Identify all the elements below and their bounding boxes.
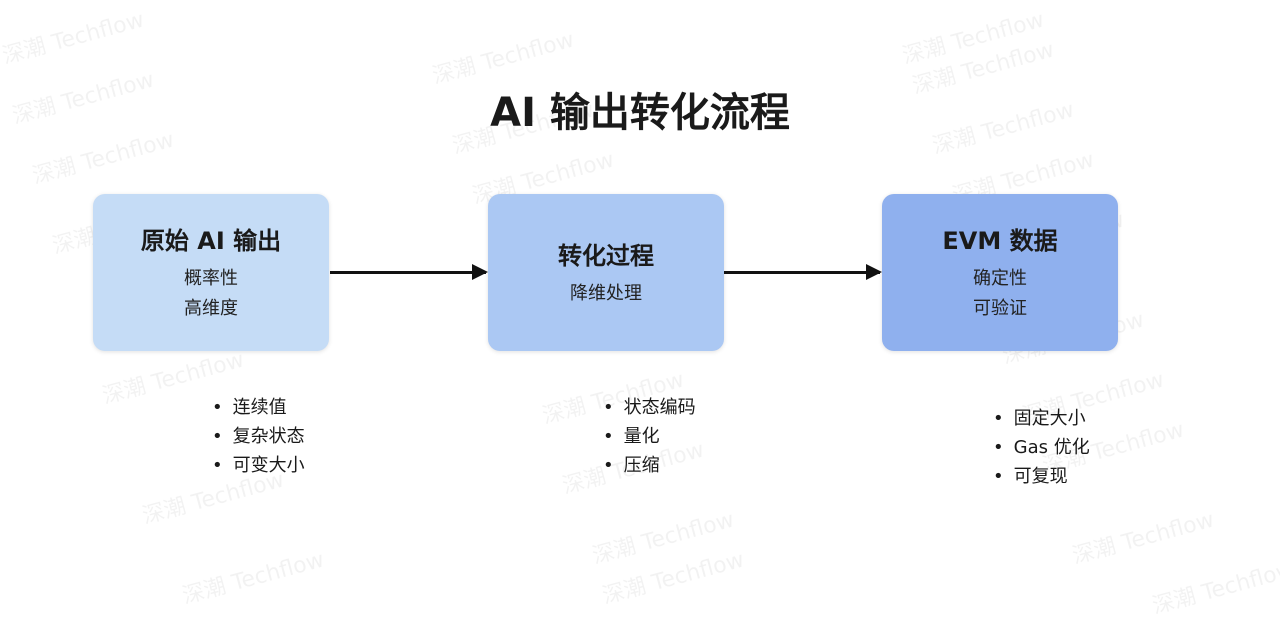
bullet-list-raw: 连续值 复杂状态 可变大小: [212, 393, 305, 480]
bullet-item: 压缩: [603, 451, 696, 480]
watermark-text: 深潮 Techflow: [1069, 507, 1217, 570]
bullet-list-transformation: 状态编码 量化 压缩: [603, 393, 696, 480]
box-transformation: 转化过程 降维处理: [488, 194, 724, 351]
arrow-right: [724, 264, 882, 280]
bullet-item: 量化: [603, 422, 696, 451]
box-raw-ai-output: 原始 AI 输出 概率性 高维度: [93, 194, 329, 351]
box-line: 确定性: [973, 268, 1027, 289]
bullet-item: Gas 优化: [993, 433, 1090, 462]
box-evm-data: EVM 数据 确定性 可验证: [882, 194, 1118, 351]
box-heading: EVM 数据: [942, 227, 1058, 255]
bullet-item: 可变大小: [212, 451, 305, 480]
bullet-item: 复杂状态: [212, 422, 305, 451]
watermark-text: 深潮 Techflow: [0, 7, 147, 70]
box-line: 降维处理: [570, 283, 642, 304]
box-line: 高维度: [184, 298, 238, 319]
bullet-item: 连续值: [212, 393, 305, 422]
watermark-text: 深潮 Techflow: [589, 507, 737, 570]
box-heading: 转化过程: [558, 242, 654, 270]
watermark-text: 深潮 Techflow: [899, 7, 1047, 70]
bullet-item: 固定大小: [993, 404, 1090, 433]
watermark-text: 深潮 Techflow: [1149, 557, 1280, 620]
bullet-item: 可复现: [993, 462, 1090, 491]
arrow-right: [330, 264, 488, 280]
bullet-list-evm: 固定大小 Gas 优化 可复现: [993, 404, 1090, 491]
box-line: 可验证: [973, 298, 1027, 319]
diagram-title: AI 输出转化流程: [490, 90, 790, 136]
box-heading: 原始 AI 输出: [140, 227, 282, 255]
watermark-text: 深潮 Techflow: [599, 547, 747, 610]
box-line: 概率性: [184, 268, 238, 289]
watermark-text: 深潮 Techflow: [179, 547, 327, 610]
bullet-item: 状态编码: [603, 393, 696, 422]
